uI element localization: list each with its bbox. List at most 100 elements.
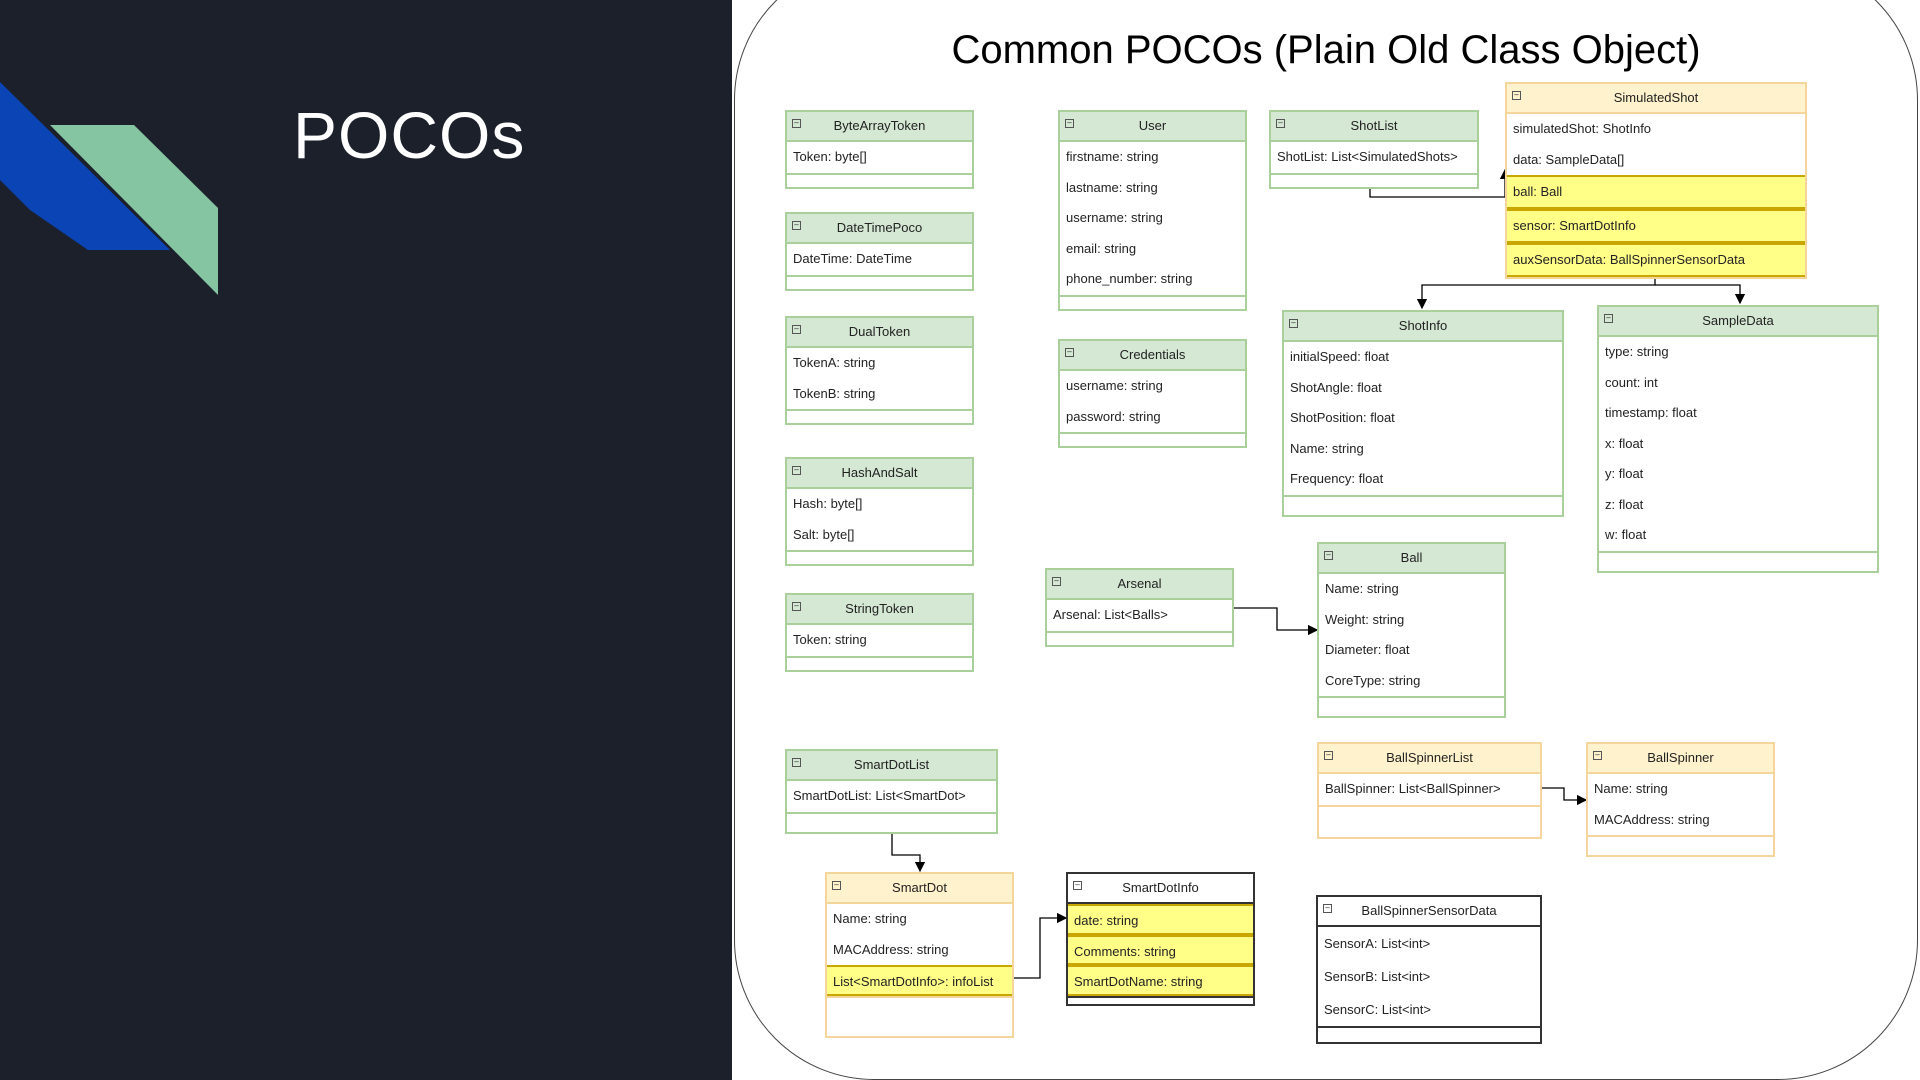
class-smartdotinfo: –SmartDotInfo date: string Comments: str… xyxy=(1066,872,1255,1006)
class-ballspinnerlist: – BallSpinnerList BallSpinner: List<BallS… xyxy=(1317,742,1542,839)
field: Hash: byte[] xyxy=(793,496,863,511)
connector-arsenal-to-ball xyxy=(1234,607,1319,636)
field: ShotList: List<SimulatedShots> xyxy=(1277,149,1458,164)
class-smartdot: –SmartDot Name: string MACAddress: strin… xyxy=(825,872,1014,1038)
class-credentials: – Credentials username: string password: … xyxy=(1058,339,1247,448)
field: ShotPosition: float xyxy=(1290,410,1395,425)
field: Salt: byte[] xyxy=(793,526,855,542)
field: DateTime: DateTime xyxy=(793,251,912,266)
field: TokenB: string xyxy=(793,385,876,401)
field-highlighted: SmartDotName: string xyxy=(1068,965,1253,996)
class-name: Credentials xyxy=(1119,347,1186,362)
field: type: string xyxy=(1605,344,1669,359)
collapse-icon: – xyxy=(832,881,841,890)
field: password: string xyxy=(1066,408,1161,424)
collapse-icon: – xyxy=(1512,91,1521,100)
field: BallSpinner: List<BallSpinner> xyxy=(1325,781,1501,796)
collapse-icon: – xyxy=(1324,751,1333,760)
class-name: ShotInfo xyxy=(1398,318,1448,333)
field: Name: string xyxy=(1325,581,1399,596)
field: ShotAngle: float xyxy=(1290,379,1382,395)
slide-title: POCOs xyxy=(293,98,526,172)
field: firstname: string xyxy=(1066,149,1159,164)
class-name: ByteArrayToken xyxy=(833,118,926,133)
field-highlighted: sensor: SmartDotInfo xyxy=(1507,209,1805,243)
field: SmartDotList: List<SmartDot> xyxy=(793,788,966,803)
field: initialSpeed: float xyxy=(1290,349,1390,364)
field: w: float xyxy=(1605,527,1647,542)
collapse-icon: – xyxy=(792,221,801,230)
collapse-icon: – xyxy=(1065,119,1074,128)
class-stringtoken: – StringToken Token: string xyxy=(785,593,974,672)
field-highlighted: List<SmartDotInfo>: infoList xyxy=(827,965,1012,996)
class-simulatedshot: – SimulatedShot simulatedShot: ShotInfo d… xyxy=(1505,82,1807,279)
title-panel: POCOs xyxy=(0,0,732,1080)
field-highlighted: date: string xyxy=(1068,904,1253,935)
class-name: SampleData xyxy=(1702,313,1774,328)
green-stripe xyxy=(50,125,218,295)
class-ball: –Ball Name: string Weight: string Diamet… xyxy=(1317,542,1506,718)
collapse-icon: – xyxy=(792,466,801,475)
class-name: Arsenal xyxy=(1117,576,1162,591)
connector-lines xyxy=(891,168,1746,979)
field: Diameter: float xyxy=(1325,642,1410,657)
class-smartdotlist: –SmartDotList SmartDotList: List<SmartDo… xyxy=(785,749,998,834)
field: Weight: string xyxy=(1325,611,1405,627)
class-diagram: Common POCOs (Plain Old Class Object) –B… xyxy=(732,0,1920,1080)
field: y: float xyxy=(1605,466,1644,481)
field-highlighted: auxSensorData: BallSpinnerSensorData xyxy=(1507,243,1805,277)
field: Token: byte[] xyxy=(793,149,867,164)
field: username: string xyxy=(1066,378,1163,393)
field: SensorC: List<int> xyxy=(1324,1002,1431,1017)
connector-smartdotlist-to-smartdot xyxy=(891,832,926,873)
field: Name: string xyxy=(1290,440,1364,456)
class-name: StringToken xyxy=(845,601,914,616)
class-name: BallSpinnerSensorData xyxy=(1361,903,1497,918)
connector-smartdot-to-smartdotinfo xyxy=(1014,912,1068,979)
field: username: string xyxy=(1066,210,1163,225)
class-name: SmartDotInfo xyxy=(1122,880,1199,895)
connector-simulatedshot-to-sampledata xyxy=(1655,284,1746,305)
collapse-icon: – xyxy=(1065,348,1074,357)
collapse-icon: – xyxy=(1323,904,1332,913)
class-name: Ball xyxy=(1400,550,1423,565)
collapse-icon: – xyxy=(1276,119,1285,128)
field: MACAddress: string xyxy=(1594,811,1710,827)
class-name: ShotList xyxy=(1350,118,1398,133)
collapse-icon: – xyxy=(792,119,801,128)
class-name: User xyxy=(1138,118,1167,133)
class-name: HashAndSalt xyxy=(841,465,918,480)
field: SensorA: List<int> xyxy=(1324,936,1431,951)
field: Frequency: float xyxy=(1290,471,1384,486)
class-name: SmartDot xyxy=(892,880,947,895)
class-name: BallSpinnerList xyxy=(1386,750,1473,765)
collapse-icon: – xyxy=(792,325,801,334)
field: TokenA: string xyxy=(793,355,876,370)
collapse-icon: – xyxy=(792,602,801,611)
collapse-icon: – xyxy=(1289,319,1298,328)
field: z: float xyxy=(1605,496,1644,512)
class-ballspinnersensordata: – BallSpinnerSensorData SensorA: List<int… xyxy=(1316,895,1542,1044)
collapse-icon: – xyxy=(1073,881,1082,890)
collapse-icon: – xyxy=(1052,577,1061,586)
field: Token: string xyxy=(793,632,867,647)
class-arsenal: –Arsenal Arsenal: List<Balls> xyxy=(1045,568,1234,647)
class-name: DateTimePoco xyxy=(836,220,923,235)
class-name: SimulatedShot xyxy=(1613,90,1699,105)
class-bytearraytoken: – ByteArrayToken Token: byte[] xyxy=(785,110,974,189)
class-ballspinner: –BallSpinner Name: string MACAddress: st… xyxy=(1586,742,1775,857)
class-datetimepoco: – DateTimePoco DateTime: DateTime xyxy=(785,212,974,291)
field: SensorB: List<int> xyxy=(1324,969,1431,984)
diagram-title: Common POCOs (Plain Old Class Object) xyxy=(951,28,1701,72)
field: timestamp: float xyxy=(1605,405,1697,420)
class-name: BallSpinner xyxy=(1647,750,1714,765)
field: simulatedShot: ShotInfo xyxy=(1513,121,1652,136)
field: count: int xyxy=(1605,374,1658,390)
field: Name: string xyxy=(1594,781,1668,796)
decorative-chevron-shape xyxy=(0,82,218,295)
class-shotinfo: – ShotInfo initialSpeed: float ShotAngle:… xyxy=(1282,310,1564,517)
class-sampledata: –SampleData type: string count: int time… xyxy=(1597,305,1879,573)
field: data: SampleData[] xyxy=(1513,151,1625,167)
connector-simulatedshot-to-shotinfo xyxy=(1416,276,1656,310)
class-name: DualToken xyxy=(848,324,911,339)
